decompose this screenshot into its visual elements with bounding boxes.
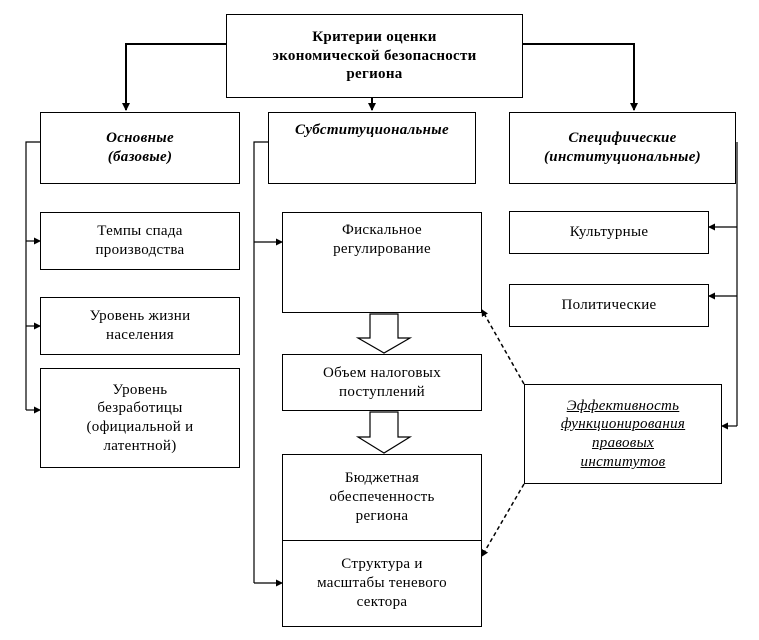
category-substitution-box: Субституциональные — [268, 112, 476, 184]
hollow-arrow-2 — [355, 411, 413, 454]
substitution-item-fiscal: Фискальное регулирование — [282, 212, 482, 313]
specific-item-institutional-efficiency: Эффективность функционирования правовых … — [524, 384, 722, 484]
institutional-efficiency-label: Эффективность функционирования правовых … — [560, 397, 686, 470]
basic-item-label: Уровень безработицы (официальной и латен… — [86, 381, 194, 454]
category-substitution-label: Субституциональные — [295, 122, 449, 138]
basic-item-living-standard: Уровень жизни населения — [40, 297, 240, 355]
specific-item-political: Политические — [509, 284, 709, 327]
basic-item-label: Темпы спада производства — [95, 223, 185, 258]
basic-bracket-line — [25, 141, 40, 410]
substitution-item-label: Фискальное регулирование — [333, 222, 431, 257]
substitution-item-tax-revenue: Объем налоговых поступлений — [282, 354, 482, 411]
substitution-item-shadow-sector: Структура и масштабы теневого сектора — [282, 540, 482, 627]
specific-item-label: Культурные — [569, 224, 649, 241]
specific-item-cultural: Культурные — [509, 211, 709, 254]
category-specific-box: Специфические (институциональные) — [509, 112, 736, 184]
root-criteria-box: Критерии оценки экономической безопаснос… — [226, 14, 523, 98]
category-basic-box: Основные (базовые) — [40, 112, 240, 184]
basic-item-unemployment: Уровень безработицы (официальной и латен… — [40, 368, 240, 468]
root-to-specific-connector — [523, 43, 638, 111]
basic-item-production-decline: Темпы спада производства — [40, 212, 240, 270]
substitution-item-budget: Бюджетная обеспеченность региона — [282, 454, 482, 541]
substitution-item-label: Структура и масштабы теневого сектора — [317, 556, 447, 610]
hollow-arrow-1 — [355, 313, 413, 354]
basic-item-label: Уровень жизни населения — [89, 308, 191, 343]
category-basic-label: Основные (базовые) — [106, 130, 174, 165]
substitution-item-label: Объем налоговых поступлений — [323, 364, 441, 400]
substitution-item-label: Бюджетная обеспеченность региона — [329, 470, 435, 524]
dashed-to-fiscal — [481, 309, 525, 385]
dashed-to-shadow — [481, 483, 525, 557]
substitution-bracket-line — [253, 141, 268, 583]
category-specific-label: Специфические (институциональные) — [544, 130, 701, 165]
root-title: Критерии оценки экономической безопаснос… — [272, 28, 477, 83]
root-to-basic-connector — [122, 43, 226, 111]
specific-item-label: Политические — [561, 297, 657, 314]
